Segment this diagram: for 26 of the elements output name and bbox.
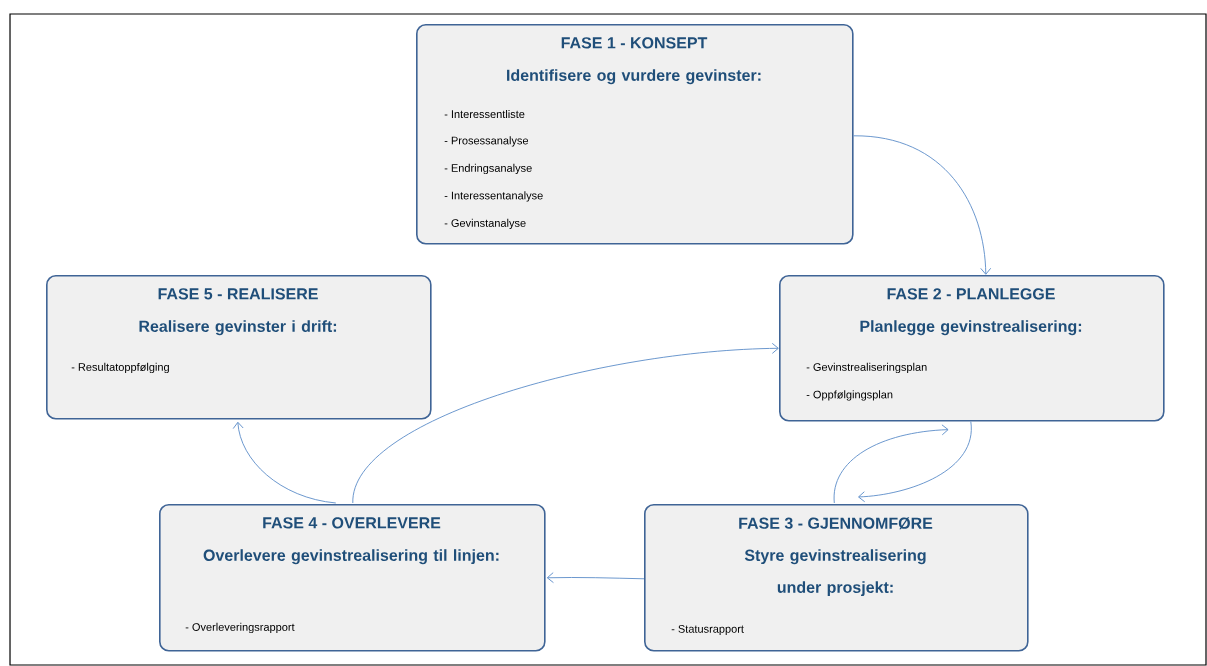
list-item: - Endringsanalyse [444, 163, 532, 175]
list-item: - Gevinstrealiseringsplan [806, 362, 927, 374]
list-item: - Interessentanalyse [444, 191, 543, 202]
arrow [833, 424, 949, 504]
list-item: - Prosessanalyse [444, 136, 529, 147]
phase-subheading: Overlevere gevinstrealisering til linjen: [203, 549, 499, 565]
phase-heading: FASE 3 - GJENNOMFØRE [739, 517, 933, 530]
phase-heading: FASE 2 - PLANLEGGE [887, 288, 1055, 300]
phase-subheading: Realisere gevinster i drift: [139, 320, 337, 336]
arrow [232, 421, 337, 504]
phase-heading: FASE 5 - REALISERE [158, 288, 318, 300]
phase-subheading: Identifisere og vurdere gevinster: [507, 69, 761, 85]
phase-subheading: Styre gevinstrealisering under prosjekt: [744, 549, 926, 597]
arrow [546, 572, 645, 584]
phase-heading: FASE 4 - OVERLEVERE [263, 517, 441, 529]
list-item: - Overleveringsrapport [185, 622, 295, 634]
list-item: - Statusrapport [671, 625, 744, 635]
phase-heading: FASE 1 - KONSEPT [561, 37, 708, 49]
list-item: - Gevinstanalyse [444, 218, 526, 230]
arrow [352, 342, 779, 504]
list-item: - Oppfølgingsplan [806, 390, 893, 401]
arrow [853, 135, 992, 275]
phase-subheading: Planlegge gevinstrealisering: [860, 320, 1082, 336]
list-item: - Interessentliste [444, 109, 525, 119]
list-item: - Resultatoppfølging [71, 362, 169, 374]
arrow [858, 421, 972, 503]
